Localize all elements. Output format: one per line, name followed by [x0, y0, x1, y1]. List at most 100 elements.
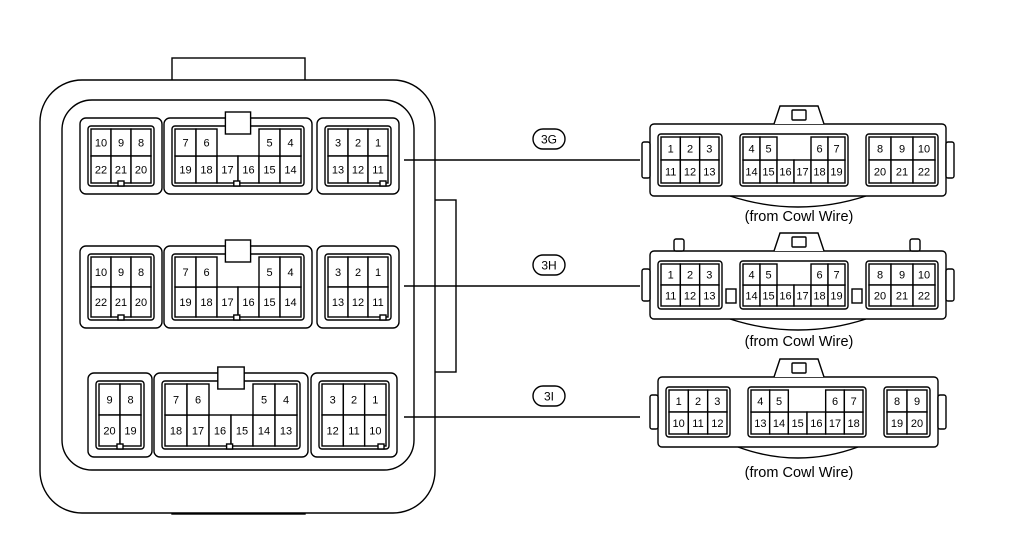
housing-3h-block-c-latch [379, 314, 387, 321]
pin-cavity [768, 389, 790, 413]
plug-3i-a-top-pin-3: 3 [714, 396, 720, 408]
connector-badges: 3G 3H 3I [532, 128, 566, 407]
housing-3i-block-b-top-pin-7: 7 [173, 395, 179, 407]
plug-3i-left-ear [649, 394, 659, 430]
plug-3g-a-top-pin-1: 1 [668, 144, 674, 156]
plug-3g-a-top-pin-2: 2 [687, 144, 693, 156]
housing-3i-block-b-top-pin-5: 5 [261, 395, 267, 407]
housing-3g-block-a-top-pin-10: 10 [95, 138, 107, 150]
housing-3h-block-c-top-pin-2: 2 [355, 267, 361, 279]
housing-3i-block-b-bottom-pin-15: 15 [236, 426, 248, 438]
housing-3h-block-a-top-pin-8: 8 [138, 267, 144, 279]
plug-3h-spacer-right [851, 288, 863, 304]
plug-3g-b-bottom-pin-14: 14 [745, 167, 757, 179]
connector-id-3h: 3H [541, 259, 556, 273]
housing-3i-block-b-bottom-pin-16: 16 [214, 426, 226, 438]
connector-id-3g: 3G [541, 133, 557, 147]
pin-cavity [827, 263, 846, 286]
housing-3h-block-a-bottom-pin-21: 21 [115, 297, 127, 309]
plug-3g-a-bottom-pin-12: 12 [684, 167, 696, 179]
plug-3h-c-bottom-pin-20: 20 [874, 291, 886, 303]
housing-3h-block-c-top-pin-1: 1 [375, 267, 381, 279]
plug-3i-a-top-pin-1: 1 [676, 396, 682, 408]
plug-3h-b-bottom-pin-15: 15 [762, 291, 774, 303]
plug-3h-spacer-left [725, 288, 737, 304]
plug-3h-c-bottom-pin-22: 22 [918, 291, 930, 303]
housing-3i-block-b-bottom-pin-17: 17 [192, 426, 204, 438]
housing-3h-block-a-bottom-pin-22: 22 [95, 297, 107, 309]
plug-3g-b-bottom-pin-18: 18 [813, 167, 825, 179]
housing-3i-block-a-bottom-pin-19: 19 [124, 426, 136, 438]
housing-3h-block-a-top-pin-9: 9 [118, 267, 124, 279]
housing-3i-block-c-top-pin-2: 2 [351, 395, 357, 407]
housing-3i-block-c-top-pin-1: 1 [372, 395, 378, 407]
plug-3i-b-bottom-pin-14: 14 [773, 418, 785, 430]
pin-cavity [759, 263, 778, 286]
plug-3h-c-top-pin-10: 10 [918, 270, 930, 282]
housing-3h-block-b-key-notch-fill [226, 247, 250, 259]
plug-3h-a-top-pin-2: 2 [687, 270, 693, 282]
plug-3h-b-bottom-pin-16: 16 [779, 291, 791, 303]
plug-3g-c-bottom-pin-22: 22 [918, 167, 930, 179]
plug-3g-b-bottom-pin-19: 19 [830, 167, 842, 179]
housing-3g-block-b-bottom-pin-19: 19 [179, 165, 191, 177]
connector-badge-3g: 3G [532, 128, 566, 150]
housing-3g-block-b-bottom-pin-16: 16 [242, 165, 254, 177]
plug-3i-b-bottom-pin-13: 13 [754, 418, 766, 430]
housing-3g-block-c-bottom-pin-13: 13 [332, 165, 344, 177]
plug-3g-b-top-pin-7: 7 [833, 144, 839, 156]
housing-3i-block-b-latch [225, 443, 234, 450]
housing-3g-block-b-top-pin-7: 7 [182, 138, 188, 150]
housing-3h-block-a-bottom-pin-20: 20 [135, 297, 147, 309]
housing-inner-wall [61, 99, 415, 471]
plug-3g-c-bottom-pin-21: 21 [896, 167, 908, 179]
caption-3g: (from Cowl Wire) [745, 209, 854, 225]
plug-3g-c-top-pin-9: 9 [899, 144, 905, 156]
housing-3h-block-b-bottom-pin-15: 15 [263, 297, 275, 309]
housing-3g-block-a-bottom-pin-21: 21 [115, 165, 127, 177]
housing-3h-block-c-bottom-pin-12: 12 [352, 297, 364, 309]
plug-3h-a-top-pin-3: 3 [706, 270, 712, 282]
housing-3g-block-a-bottom-pin-20: 20 [135, 165, 147, 177]
plug-3h-c-top-pin-9: 9 [899, 270, 905, 282]
housing-3g-block-a-latch [117, 180, 125, 187]
plug-3h-b-top-pin-7: 7 [833, 270, 839, 282]
plug-3i-c-bottom-pin-19: 19 [891, 418, 903, 430]
plug-3g-b-top-pin-4: 4 [748, 144, 754, 156]
housing-3i-block-b-top-pin-6: 6 [195, 395, 201, 407]
pin-cavity [912, 284, 936, 307]
plug-3g-b-top-pin-5: 5 [765, 144, 771, 156]
plug-3i-skirt [737, 446, 859, 459]
plug-3h-c-top-pin-8: 8 [877, 270, 883, 282]
housing-3g-block-b-top-pin-5: 5 [266, 138, 272, 150]
plug-3g-a-bottom-pin-11: 11 [665, 167, 676, 179]
plug-3h-b-bottom-pin-14: 14 [745, 291, 757, 303]
housing-3h-block-b-top-pin-6: 6 [203, 267, 209, 279]
plug-3g-b-bottom-pin-15: 15 [762, 167, 774, 179]
plug-3i-right-ear [937, 394, 947, 430]
plug-3i-b-bottom-pin-15: 15 [792, 418, 804, 430]
housing-3i-block-a-top-pin-9: 9 [106, 395, 112, 407]
plug-3g-right-ear [945, 141, 955, 179]
plug-3h-right-post [909, 238, 921, 252]
plug-3h-left-ear [641, 268, 651, 302]
connector-id-3i: 3I [544, 390, 554, 404]
housing-3i-block-b-bottom-pin-18: 18 [170, 426, 182, 438]
plug-3g-c-bottom-pin-20: 20 [874, 167, 886, 179]
plug-3g-left-ear [641, 141, 651, 179]
plug-3i-b-top-pin-5: 5 [776, 396, 782, 408]
plug-3g-skirt [729, 195, 867, 208]
housing-3g-block-c-top-pin-3: 3 [335, 138, 341, 150]
pin-cavity [706, 411, 728, 435]
pin-cavity [195, 128, 218, 157]
housing-3h-block-b-bottom-pin-17: 17 [221, 297, 233, 309]
housing-3i-block-b-bottom-pin-13: 13 [280, 426, 292, 438]
housing-3i-block-c-bottom-pin-11: 11 [348, 426, 359, 438]
plug-3i-latch-button [791, 362, 807, 374]
